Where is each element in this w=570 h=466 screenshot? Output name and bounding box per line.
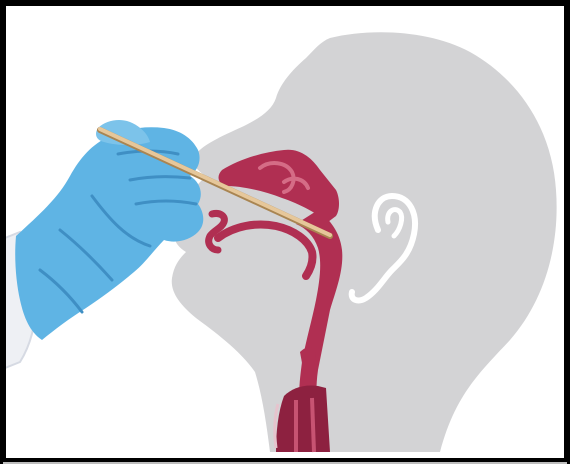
illustration-frame [0,0,570,466]
swab-illustration [0,0,570,466]
